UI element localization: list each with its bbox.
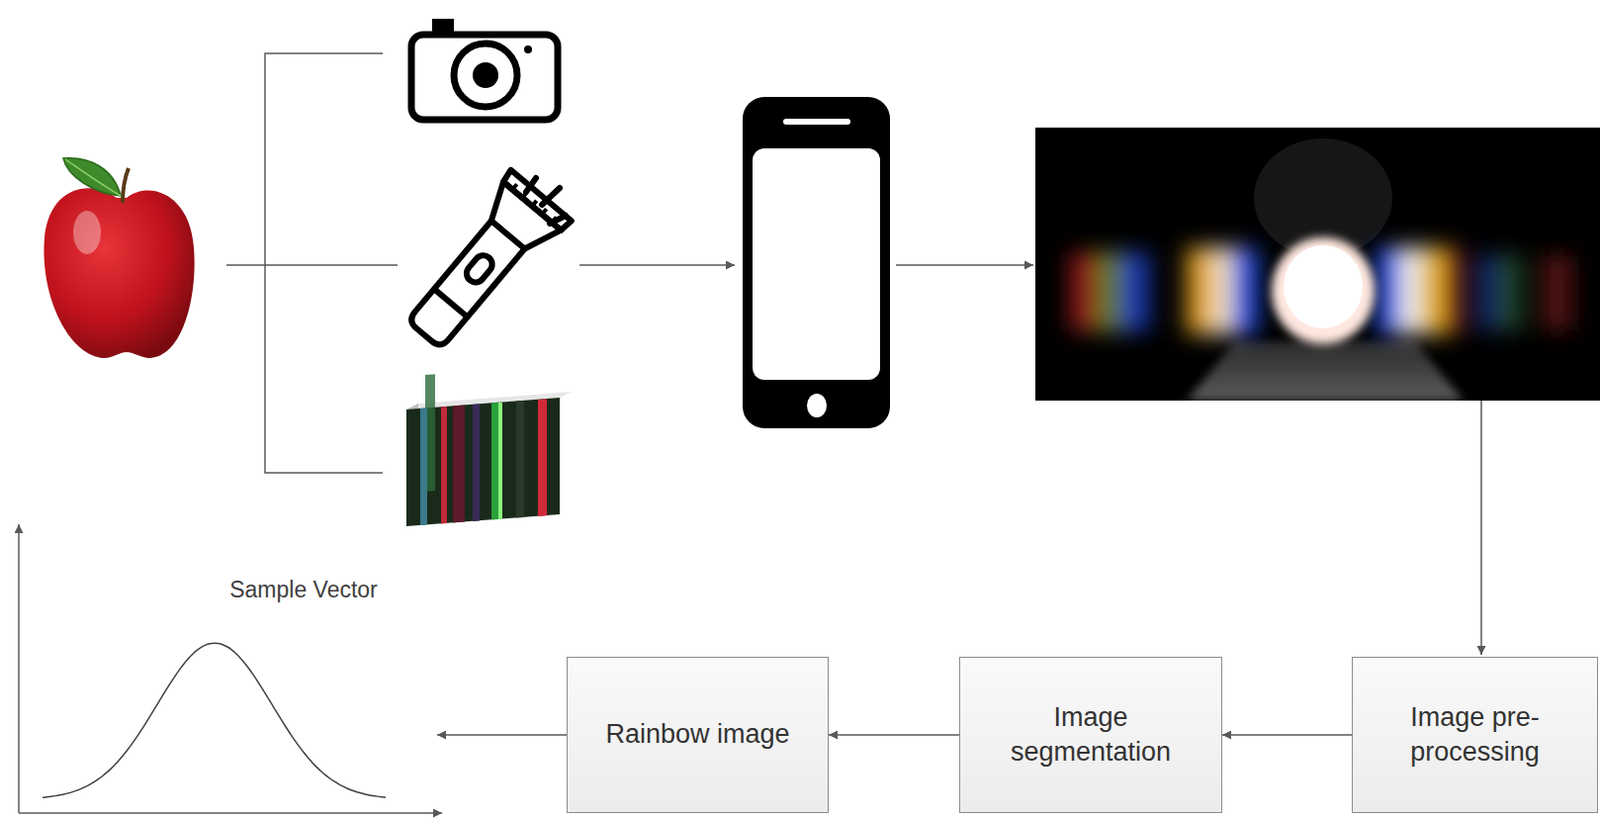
flashlight-icon (393, 170, 572, 360)
bracket-lines (226, 53, 398, 473)
process-box: Image segmentation (959, 656, 1223, 813)
camera-icon (411, 18, 558, 120)
flow-arrow (828, 733, 960, 736)
chart-title: Sample Vector (229, 576, 378, 604)
flow-arrow (1222, 733, 1352, 736)
process-box: Image pre-processing (1351, 656, 1599, 813)
sample-vector-chart (18, 524, 443, 813)
process-box: Rainbow image (566, 656, 829, 813)
box-label: Image pre-processing (1372, 700, 1578, 770)
box-label: Image segmentation (979, 700, 1202, 770)
gaussian-curve (42, 642, 386, 798)
box-label: Rainbow image (605, 716, 790, 752)
spectrum-photo (1035, 127, 1600, 401)
smartphone-icon (742, 96, 890, 429)
diffraction-grating (406, 373, 572, 527)
apple-illustration (43, 158, 194, 358)
light-rays (526, 177, 566, 224)
